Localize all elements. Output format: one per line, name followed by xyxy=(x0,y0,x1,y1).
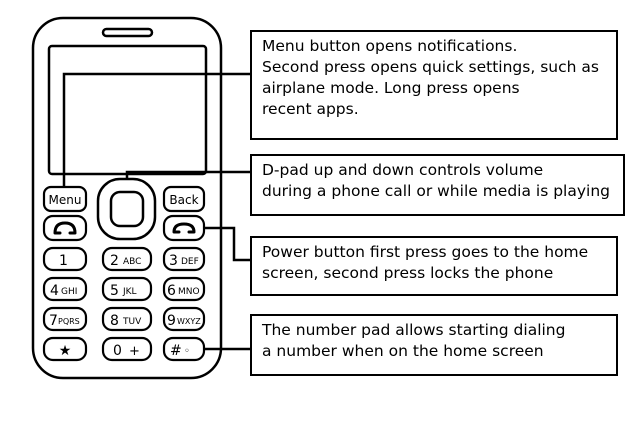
key-3[interactable]: 3 DEF xyxy=(162,246,206,272)
phone-screen xyxy=(47,44,208,176)
menu-callout-line-3: airplane mode. Long press opens xyxy=(262,79,520,97)
key-9[interactable]: 9 WXYZ xyxy=(162,306,206,332)
dpad-callout-line-1: D-pad up and down controls volume xyxy=(262,161,544,179)
key-star-symbol: ★ xyxy=(59,343,72,359)
end-call-icon xyxy=(172,222,196,234)
key-2-letters: ABC xyxy=(123,257,141,267)
call-key[interactable] xyxy=(42,214,88,242)
back-key-label: Back xyxy=(169,193,198,207)
key-9-letters: WXYZ xyxy=(177,317,201,326)
menu-callout-line-2: Second press opens quick settings, such … xyxy=(262,58,599,76)
call-icon xyxy=(53,221,77,235)
end-power-key[interactable] xyxy=(162,214,206,242)
menu-callout: Menu button opens notifications. Second … xyxy=(250,30,618,140)
key-8[interactable]: 8 TUV xyxy=(101,306,153,332)
dpad-callout: D-pad up and down controls volume during… xyxy=(250,154,625,216)
menu-key-label: Menu xyxy=(49,193,82,207)
back-key[interactable]: Back xyxy=(162,185,206,213)
power-leader-line xyxy=(205,226,250,262)
key-3-letters: DEF xyxy=(181,257,199,267)
key-7-digit: 7 xyxy=(49,313,58,329)
key-1[interactable]: 1 xyxy=(42,246,88,272)
key-6-digit: 6 xyxy=(167,283,176,299)
key-5-letters: JKL xyxy=(122,287,137,297)
key-8-letters: TUV xyxy=(122,317,142,327)
key-7-letters: PQRS xyxy=(58,317,80,326)
dpad[interactable] xyxy=(96,177,157,241)
key-2-digit: 2 xyxy=(110,253,119,269)
dpad-callout-line-2: during a phone call or while media is pl… xyxy=(262,182,611,200)
key-0[interactable]: 0 + xyxy=(101,336,153,362)
menu-leader-line xyxy=(62,72,250,186)
key-4-letters: GHI xyxy=(61,287,77,297)
key-hash-symbol: # xyxy=(170,343,182,359)
key-6-letters: MNO xyxy=(178,287,200,297)
key-6[interactable]: 6 MNO xyxy=(162,276,206,302)
key-7[interactable]: 7 PQRS xyxy=(42,306,88,332)
key-hash-extra: ◦ xyxy=(184,346,190,357)
key-0-digit: 0 xyxy=(113,343,122,359)
key-5-digit: 5 xyxy=(110,283,119,299)
dpad-leader-line xyxy=(125,170,250,179)
menu-key[interactable]: Menu xyxy=(42,185,88,213)
numpad-callout-line-2: a number when on the home screen xyxy=(262,342,544,360)
power-callout-line-1: Power button first press goes to the hom… xyxy=(262,243,589,261)
power-callout: Power button first press goes to the hom… xyxy=(250,236,618,296)
key-1-digit: 1 xyxy=(59,253,68,269)
power-callout-line-2: screen, second press locks the phone xyxy=(262,264,554,282)
key-3-digit: 3 xyxy=(169,253,178,269)
key-4[interactable]: 4 GHI xyxy=(42,276,88,302)
key-4-digit: 4 xyxy=(50,283,59,299)
menu-callout-line-4: recent apps. xyxy=(262,100,359,118)
key-star[interactable]: ★ xyxy=(42,336,88,362)
numpad-callout-line-1: The number pad allows starting dialing xyxy=(262,321,566,339)
key-9-digit: 9 xyxy=(167,313,176,329)
key-5[interactable]: 5 JKL xyxy=(101,276,153,302)
dpad-center-button[interactable] xyxy=(109,190,145,228)
speaker-slot xyxy=(101,27,154,38)
key-8-digit: 8 xyxy=(110,313,119,329)
menu-callout-line-1: Menu button opens notifications. xyxy=(262,37,518,55)
numpad-callout: The number pad allows starting dialing a… xyxy=(250,314,618,376)
key-hash[interactable]: # ◦ xyxy=(162,336,206,362)
key-2[interactable]: 2 ABC xyxy=(101,246,153,272)
key-0-plus: + xyxy=(129,344,140,359)
